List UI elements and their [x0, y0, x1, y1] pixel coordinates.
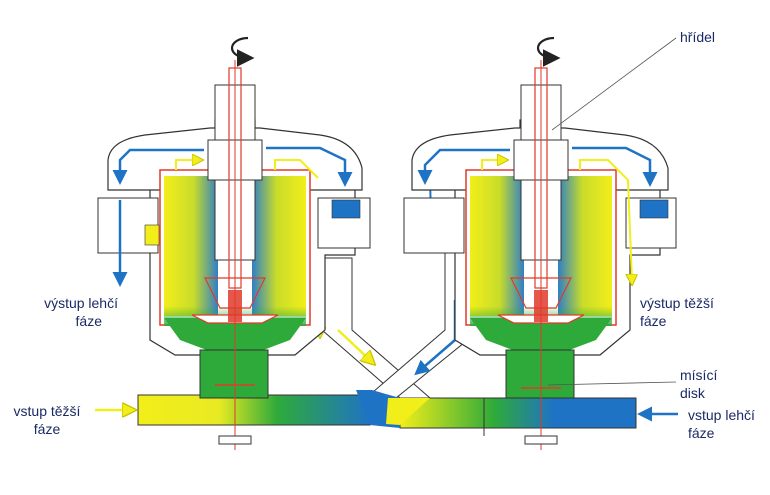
- mixing-disk-label-line1: mísící: [680, 367, 718, 383]
- crossing-pipes: [321, 239, 471, 428]
- lighter-input-label-line1: vstup lehčí: [688, 407, 755, 423]
- heavier-input-label-line1: vstup těžší: [13, 403, 81, 419]
- mixing-disk-leader-line: [547, 381, 677, 386]
- mixing-disk-label-line2: disk: [680, 385, 705, 401]
- right-inlet-pipe: [399, 397, 637, 429]
- light-transfer-flow-arrow-2: [337, 329, 372, 362]
- shaft-label: hřídel: [680, 29, 716, 45]
- left-extractor-unit: [97, 36, 371, 450]
- heavier-input-label-line2: fáze: [33, 421, 61, 437]
- right-extractor-unit: [403, 36, 677, 450]
- lighter-input-label-line2: fáze: [688, 425, 715, 441]
- heavier-output-label-line2: fáze: [640, 313, 667, 329]
- rotation-arrow-icon-right: [536, 36, 561, 67]
- lighter-output-label-line1: výstup lehčí: [44, 295, 118, 311]
- shaft-leader-line: [551, 37, 677, 131]
- rotation-arrow-icon: [230, 36, 255, 67]
- lighter-output-label-line2: fáze: [75, 313, 102, 329]
- heavier-output-label-line1: výstup těžší: [640, 295, 714, 311]
- left-inlet-pipe: [137, 394, 371, 426]
